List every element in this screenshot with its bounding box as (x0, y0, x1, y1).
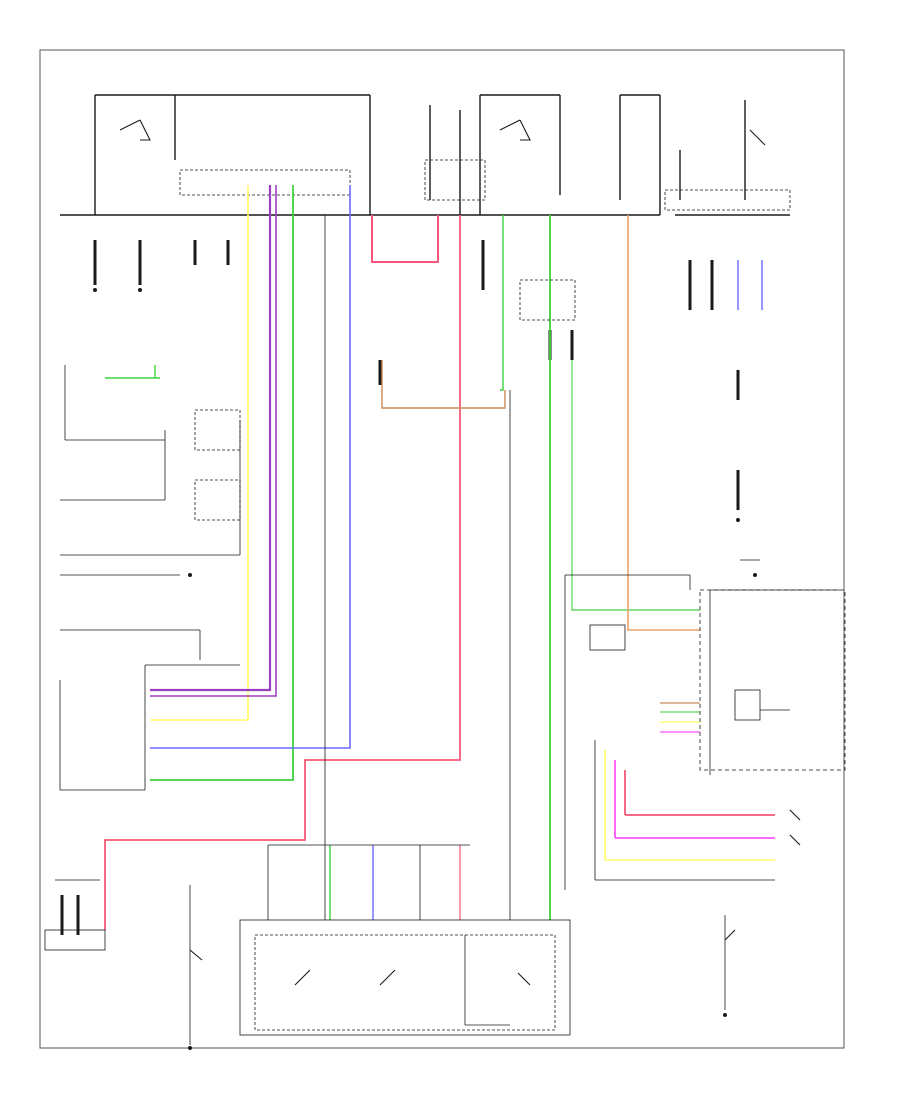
wire-orange (627, 215, 700, 631)
wire-pink-loop (371, 215, 439, 263)
diagram-frame (39, 49, 845, 1049)
colored-wires (104, 185, 775, 930)
black-wiring (44, 215, 846, 1045)
ground-symbols (93, 288, 757, 1050)
wire-purple (150, 185, 272, 692)
wire-pink-main (104, 215, 461, 930)
wire-tan (381, 360, 506, 409)
connector-stubs (93, 240, 740, 510)
power-rail-group (60, 94, 791, 216)
wire-blue (150, 185, 351, 749)
wire-green (150, 185, 294, 781)
wire-yellow (150, 185, 249, 721)
